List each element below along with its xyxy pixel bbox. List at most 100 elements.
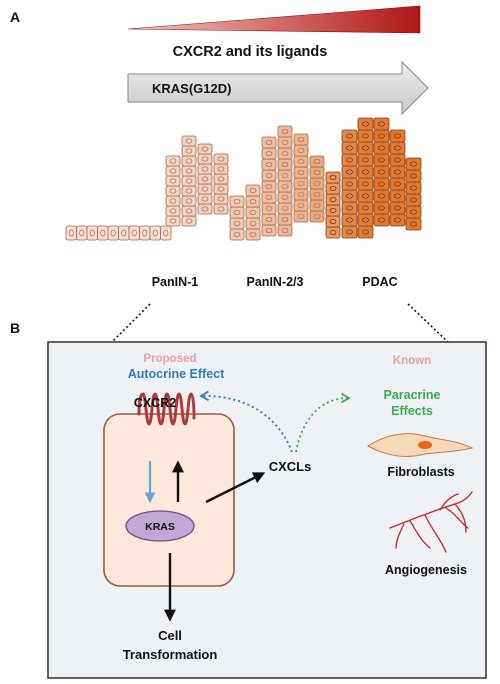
- epithelial-cell: [389, 129, 406, 143]
- epithelial-cell-nucleus: [297, 180, 305, 187]
- kras-to-cxcls-arrow: [205, 472, 266, 504]
- epithelial-cell-nucleus: [169, 218, 177, 224]
- epithelial-cell: [181, 205, 197, 217]
- epithelial-cell: [261, 202, 277, 215]
- epithelial-cell-nucleus: [201, 206, 209, 212]
- epithelial-cell-nucleus: [378, 205, 385, 211]
- epithelial-cell: [293, 210, 309, 223]
- epithelial-cell: [405, 169, 422, 183]
- epithelial-cell: [373, 189, 390, 203]
- epithelial-cell: [357, 225, 374, 239]
- epithelial-cell: [197, 153, 213, 165]
- epithelial-cell-nucleus: [185, 148, 193, 154]
- epithelial-cell-nucleus: [217, 156, 225, 162]
- epithelial-cell: [197, 173, 213, 185]
- epithelial-cell-nucleus: [265, 172, 273, 179]
- epithelial-cell: [357, 201, 374, 215]
- epithelial-cell-nucleus: [346, 181, 353, 187]
- epithelial-cell: [309, 177, 325, 190]
- epithelial-cell: [341, 189, 358, 203]
- epithelial-cell: [165, 165, 181, 177]
- epithelial-cell: [213, 183, 229, 195]
- epithelial-cell: [277, 158, 293, 171]
- epithelial-cell-nucleus: [142, 229, 148, 237]
- epithelial-cell-nucleus: [89, 229, 95, 237]
- epithelial-cell-nucleus: [249, 187, 257, 194]
- epithelial-cell-nucleus: [281, 150, 289, 157]
- epithelial-cell-nucleus: [378, 157, 385, 163]
- epithelial-cell: [309, 210, 325, 223]
- epithelial-cell-nucleus: [346, 133, 353, 139]
- epithelial-cell: [149, 225, 161, 241]
- epithelial-cell: [373, 129, 390, 143]
- epithelial-cell-nucleus: [201, 146, 209, 152]
- epithelial-cell: [293, 177, 309, 190]
- epithelial-cell-nucleus: [249, 209, 257, 216]
- epithelial-cell-nucleus: [100, 229, 106, 237]
- epithelial-cell-nucleus: [394, 145, 401, 151]
- epithelial-cell-nucleus: [163, 229, 169, 237]
- epithelial-cell-nucleus: [201, 156, 209, 162]
- proposed-label: Proposed: [143, 353, 196, 365]
- epithelial-cell: [389, 201, 406, 215]
- epithelial-cell-nucleus: [362, 181, 369, 187]
- epithelial-cell-nucleus: [410, 209, 417, 215]
- epithelial-cell-nucleus: [410, 173, 417, 179]
- kras-node: [125, 510, 195, 542]
- epithelial-cell-nucleus: [362, 229, 369, 235]
- epithelial-cell-nucleus: [313, 169, 321, 176]
- epithelial-cell-nucleus: [281, 139, 289, 146]
- epithelial-cell: [357, 153, 374, 167]
- epithelial-cell-nucleus: [121, 229, 127, 237]
- epithelial-cell: [181, 185, 197, 197]
- epithelial-cell: [309, 199, 325, 212]
- epithelial-cell: [229, 217, 245, 230]
- epithelial-cell-nucleus: [68, 229, 74, 237]
- epithelial-cell: [405, 157, 422, 171]
- stage-label-panin23: PanIN-2/3: [247, 275, 304, 289]
- epithelial-cell: [389, 165, 406, 179]
- epithelial-cell-nucleus: [281, 205, 289, 212]
- pancreatic-epithelium-strip: [65, 117, 422, 241]
- epithelial-cell-nucleus: [297, 147, 305, 154]
- epithelial-cell-nucleus: [329, 218, 337, 225]
- epithelial-cell: [97, 225, 109, 241]
- epithelial-cell-nucleus: [394, 133, 401, 139]
- epithelial-cell-nucleus: [329, 174, 337, 181]
- panel-a-label: A: [10, 9, 20, 25]
- paracrine-label-line1: Paracrine: [384, 388, 441, 402]
- epithelial-cell-nucleus: [378, 169, 385, 175]
- epithelial-cell-nucleus: [265, 227, 273, 234]
- epithelial-cell-nucleus: [169, 208, 177, 214]
- epithelial-cell-nucleus: [201, 196, 209, 202]
- epithelial-cell-nucleus: [410, 161, 417, 167]
- epithelial-cell: [373, 153, 390, 167]
- epithelial-cell: [293, 155, 309, 168]
- epithelial-cell-nucleus: [346, 169, 353, 175]
- epithelial-cell-nucleus: [297, 191, 305, 198]
- cxcls-label: CXCLs: [269, 459, 312, 474]
- epithelial-cell-nucleus: [265, 139, 273, 146]
- epithelial-cell: [325, 215, 341, 228]
- epithelial-cell: [357, 129, 374, 143]
- epithelial-cell: [261, 213, 277, 226]
- epithelial-cell-nucleus: [265, 205, 273, 212]
- epithelial-cell: [277, 202, 293, 215]
- epithelial-cell: [165, 175, 181, 187]
- epithelial-cell-nucleus: [185, 178, 193, 184]
- epithelial-cell-nucleus: [378, 121, 385, 127]
- epithelial-cell-nucleus: [217, 166, 225, 172]
- angiogenesis-label: Angiogenesis: [385, 563, 467, 577]
- epithelial-cell: [197, 183, 213, 195]
- epithelial-cell: [197, 203, 213, 215]
- epithelial-cell: [245, 206, 261, 219]
- epithelial-cell-nucleus: [362, 217, 369, 223]
- epithelial-cell-nucleus: [410, 221, 417, 227]
- kras-progression-arrow: [127, 60, 429, 116]
- epithelial-cell-nucleus: [378, 193, 385, 199]
- epithelial-cell-nucleus: [185, 188, 193, 194]
- epithelial-cell: [107, 225, 119, 241]
- epithelial-cell-nucleus: [313, 191, 321, 198]
- epithelial-cell-nucleus: [131, 229, 137, 237]
- epithelial-cell: [389, 177, 406, 191]
